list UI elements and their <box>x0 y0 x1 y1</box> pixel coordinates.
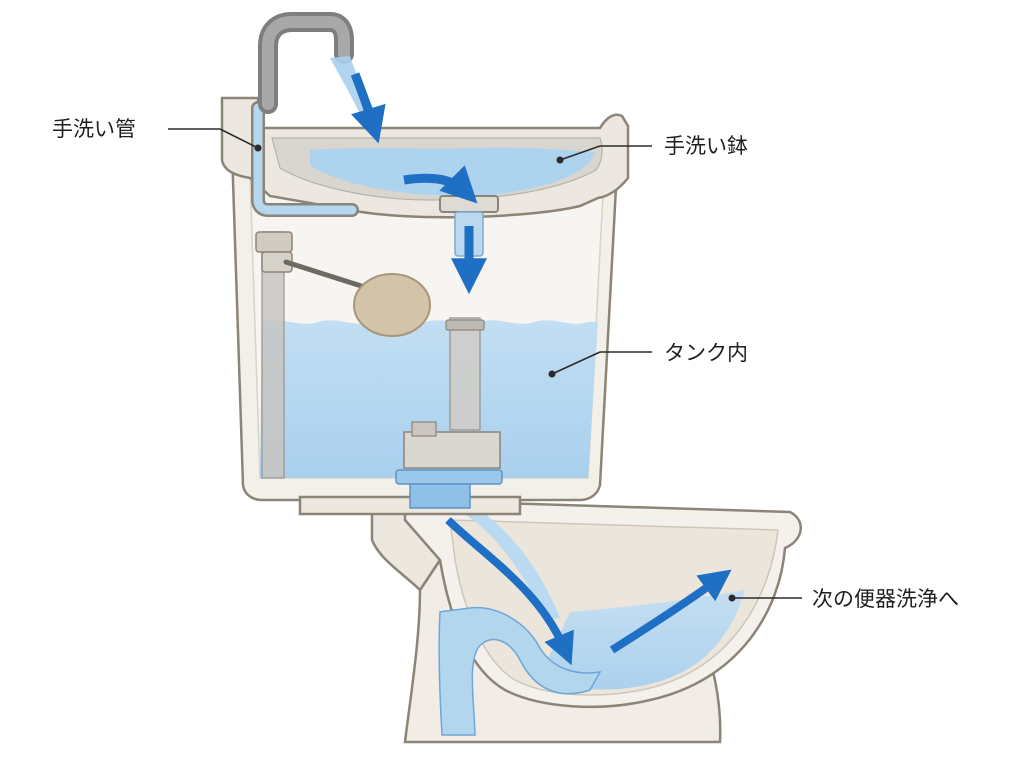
label-hand-wash-bowl: 手洗い鉢 <box>664 134 748 158</box>
label-tank-inside: タンク内 <box>664 341 748 365</box>
float-ball-assembly <box>283 259 431 337</box>
callout-tank-inside: タンク内 <box>548 341 748 378</box>
trapway <box>438 606 602 736</box>
flush-valve-assembly <box>395 317 503 509</box>
callout-hand-wash-pipe: 手洗い管 <box>52 117 262 152</box>
label-next-flush: 次の便器洗浄へ <box>812 587 959 611</box>
faucet-spout <box>258 11 380 126</box>
toilet-bowl <box>370 496 802 744</box>
toilet-tank <box>220 11 630 516</box>
arrow-rim-to-bowl <box>445 517 574 666</box>
float-ball <box>353 273 431 337</box>
tank-water <box>260 320 598 478</box>
bowl-water <box>540 590 745 690</box>
arrow-bowl-rise <box>609 569 732 654</box>
hand-wash-pipe <box>251 101 359 217</box>
callout-next-flush: 次の便器洗浄へ <box>728 587 959 611</box>
rim-channel-water <box>430 496 560 620</box>
arrow-faucet-down <box>350 72 386 144</box>
flow-arrows <box>350 72 732 666</box>
label-hand-wash-pipe: 手洗い管 <box>52 117 136 141</box>
callout-hand-wash-bowl: 手洗い鉢 <box>556 134 748 164</box>
arrow-bowl-to-drain <box>403 165 478 204</box>
